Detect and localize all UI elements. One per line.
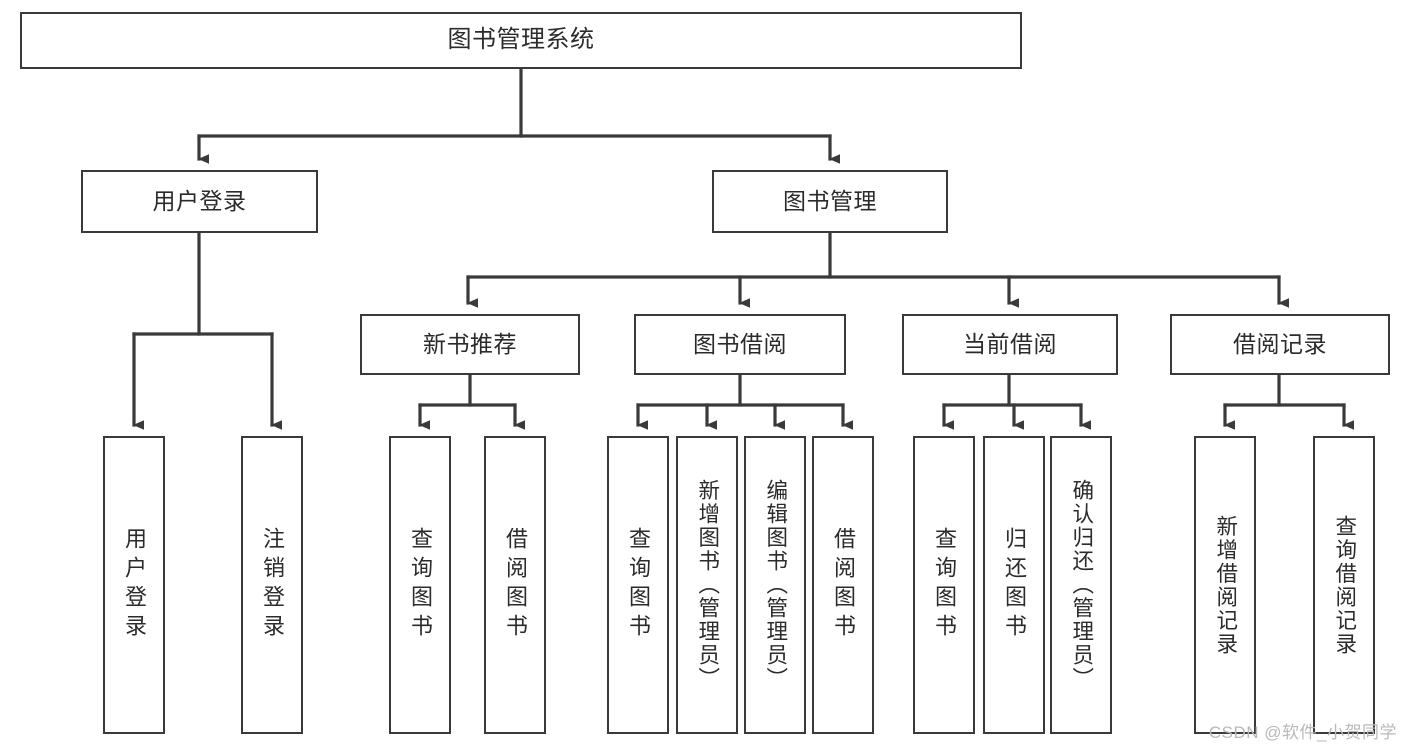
node-leaf-borrow-book-2[interactable]: 借阅图书 [812,436,874,734]
node-leaf-user-logout-label: 注销登录 [260,527,285,643]
node-leaf-add-book[interactable]: 新增图书（管理员） [676,436,738,734]
node-leaf-return-book[interactable]: 归还图书 [983,436,1045,734]
node-leaf-edit-book[interactable]: 编辑图书（管理员） [744,436,806,734]
node-borrow-record-label: 借阅记录 [1233,330,1327,357]
node-leaf-user-logout[interactable]: 注销登录 [241,436,303,734]
node-user-login[interactable]: 用户登录 [81,170,318,233]
node-leaf-query-book-3-label: 查询图书 [932,527,957,643]
node-book-borrow[interactable]: 图书借阅 [634,314,846,375]
node-leaf-borrow-book-1-label: 借阅图书 [503,527,528,643]
node-new-book-rec-label: 新书推荐 [423,330,517,357]
watermark-text: CSDN @软件_小贺同学 [1208,723,1397,742]
node-borrow-record[interactable]: 借阅记录 [1170,314,1390,375]
node-root[interactable]: 图书管理系统 [20,12,1022,69]
node-leaf-user-login[interactable]: 用户登录 [103,436,165,734]
node-leaf-return-book-label: 归还图书 [1002,527,1027,643]
node-book-borrow-label: 图书借阅 [693,330,787,357]
node-current-borrow[interactable]: 当前借阅 [902,314,1118,375]
node-leaf-borrow-book-1[interactable]: 借阅图书 [484,436,546,734]
node-current-borrow-label: 当前借阅 [963,330,1057,357]
node-leaf-add-record[interactable]: 新增借阅记录 [1194,436,1256,734]
node-leaf-edit-book-label: 编辑图书（管理员） [763,479,788,691]
node-leaf-query-book-1[interactable]: 查询图书 [389,436,451,734]
node-leaf-add-record-label: 新增借阅记录 [1213,514,1238,656]
node-leaf-add-book-label: 新增图书（管理员） [695,479,720,691]
node-leaf-user-login-label: 用户登录 [122,527,147,643]
node-leaf-query-book-1-label: 查询图书 [408,527,433,643]
node-book-manage[interactable]: 图书管理 [712,170,948,233]
node-leaf-query-book-2[interactable]: 查询图书 [607,436,669,734]
node-new-book-rec[interactable]: 新书推荐 [360,314,580,375]
node-root-label: 图书管理系统 [447,26,595,54]
node-leaf-query-book-3[interactable]: 查询图书 [913,436,975,734]
node-user-login-label: 用户登录 [152,187,247,214]
node-leaf-confirm-return-label: 确认归还（管理员） [1069,479,1094,691]
node-book-manage-label: 图书管理 [783,187,877,214]
node-leaf-confirm-return[interactable]: 确认归还（管理员） [1050,436,1112,734]
node-leaf-query-book-2-label: 查询图书 [626,527,651,643]
node-leaf-query-record-label: 查询借阅记录 [1332,514,1357,656]
node-leaf-borrow-book-2-label: 借阅图书 [831,527,856,643]
node-leaf-query-record[interactable]: 查询借阅记录 [1313,436,1375,734]
